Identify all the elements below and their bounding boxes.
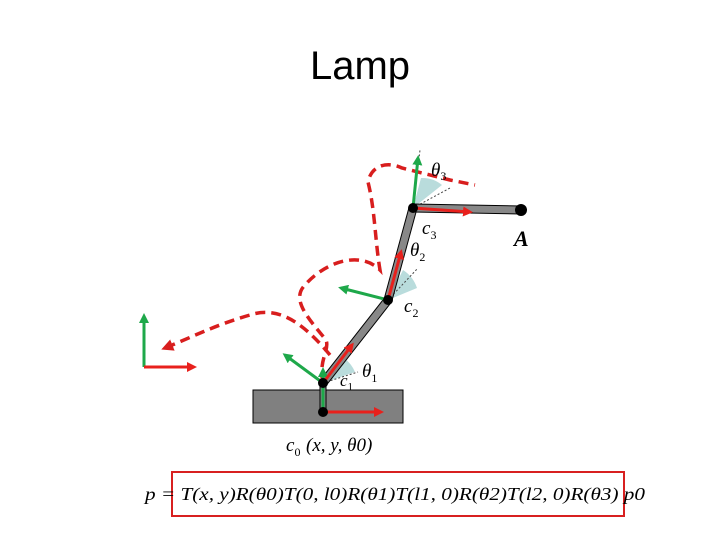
theta3-angle-wedge bbox=[413, 177, 442, 208]
formula-text: p = T(x, y)R(θ0)T(0, l0)R(θ1)T(l1, 0)R(θ… bbox=[143, 484, 645, 505]
c1-y-axis bbox=[282, 353, 324, 385]
slide-title: Lamp bbox=[309, 44, 411, 88]
joint-c0 bbox=[318, 407, 328, 417]
label-theta3: θ3 bbox=[431, 160, 446, 183]
label-c0: c0 bbox=[286, 435, 300, 459]
motion-path-return bbox=[161, 310, 332, 357]
c3-y-axis bbox=[411, 155, 423, 209]
joint-c1 bbox=[318, 378, 328, 388]
c2-x-axis bbox=[386, 249, 404, 301]
label-c2: c2 bbox=[404, 296, 418, 320]
lamp-base bbox=[252, 389, 404, 424]
joint-c3 bbox=[408, 203, 418, 213]
c1-x-axis bbox=[321, 342, 354, 384]
motion-path bbox=[298, 163, 476, 384]
c2-y-axis bbox=[338, 284, 389, 302]
label-theta1: θ1 bbox=[362, 361, 377, 385]
label-c0-coords: (x, y, θ0) bbox=[306, 435, 372, 456]
point-a-dot bbox=[515, 204, 527, 216]
c3-x-axis bbox=[412, 206, 473, 217]
label-theta2: θ2 bbox=[410, 240, 425, 264]
label-c3: c3 bbox=[422, 218, 436, 242]
label-point-a: A bbox=[512, 226, 529, 251]
formula-box bbox=[171, 471, 625, 517]
joint-c2 bbox=[383, 295, 393, 305]
